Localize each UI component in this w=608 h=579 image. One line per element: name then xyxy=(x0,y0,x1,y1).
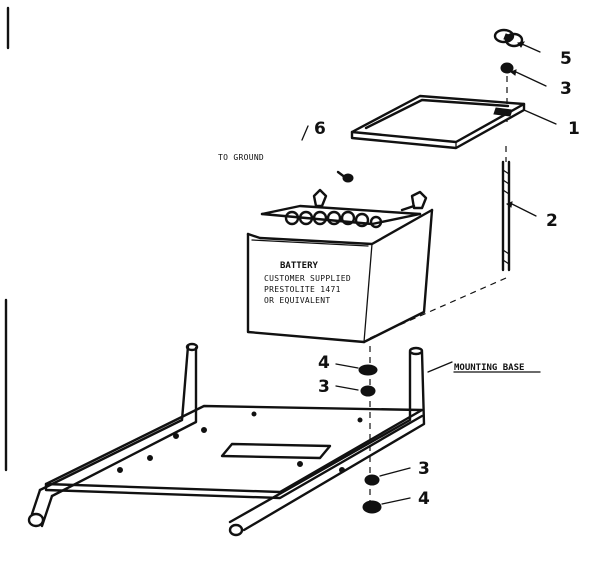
ground-cable-part xyxy=(336,170,354,183)
leader-mounting-base xyxy=(427,361,453,373)
leader-6 xyxy=(301,125,309,141)
leader-3-low xyxy=(379,467,411,477)
callout-3-mid: 3 xyxy=(318,377,330,397)
battery-label-line3: PRESTOLITE 1471 xyxy=(264,285,341,294)
leader-3-mid xyxy=(335,385,359,391)
hex-nut-low xyxy=(364,474,380,486)
battery-label-title: BATTERY xyxy=(280,261,319,271)
washer-mid xyxy=(358,364,378,376)
wing-nut-part xyxy=(493,28,524,48)
leader-2 xyxy=(511,203,537,217)
callout-3-low: 3 xyxy=(418,459,430,479)
leader-4-mid xyxy=(335,363,359,369)
callout-2: 2 xyxy=(546,211,558,231)
washer-low xyxy=(362,500,382,514)
hex-nut-top xyxy=(500,62,514,74)
leader-5 xyxy=(521,43,541,53)
to-ground-label: TO GROUND xyxy=(218,153,264,162)
leader-5-arrow xyxy=(517,41,525,48)
leader-3-top xyxy=(515,71,547,87)
battery-label-line2: CUSTOMER SUPPLIED xyxy=(264,274,351,283)
mounting-base-part xyxy=(27,342,426,537)
leader-2-arrow xyxy=(505,201,513,208)
callout-3-top: 3 xyxy=(560,79,572,99)
battery-label-line4: OR EQUIVALENT xyxy=(264,296,331,305)
callout-5: 5 xyxy=(560,49,572,69)
hold-down-rod-part xyxy=(501,160,511,272)
callout-4-low: 4 xyxy=(418,489,430,509)
callout-4-mid: 4 xyxy=(318,353,330,373)
callout-1: 1 xyxy=(568,119,580,139)
mounting-base-label: MOUNTING BASE xyxy=(454,363,524,373)
leader-3-top-arrow xyxy=(509,69,517,76)
leader-1 xyxy=(523,109,557,125)
leader-4-low xyxy=(381,497,411,505)
hold-down-frame-part xyxy=(350,94,526,150)
callout-6: 6 xyxy=(314,119,326,139)
battery-part xyxy=(246,188,434,344)
hex-nut-mid xyxy=(360,385,376,397)
